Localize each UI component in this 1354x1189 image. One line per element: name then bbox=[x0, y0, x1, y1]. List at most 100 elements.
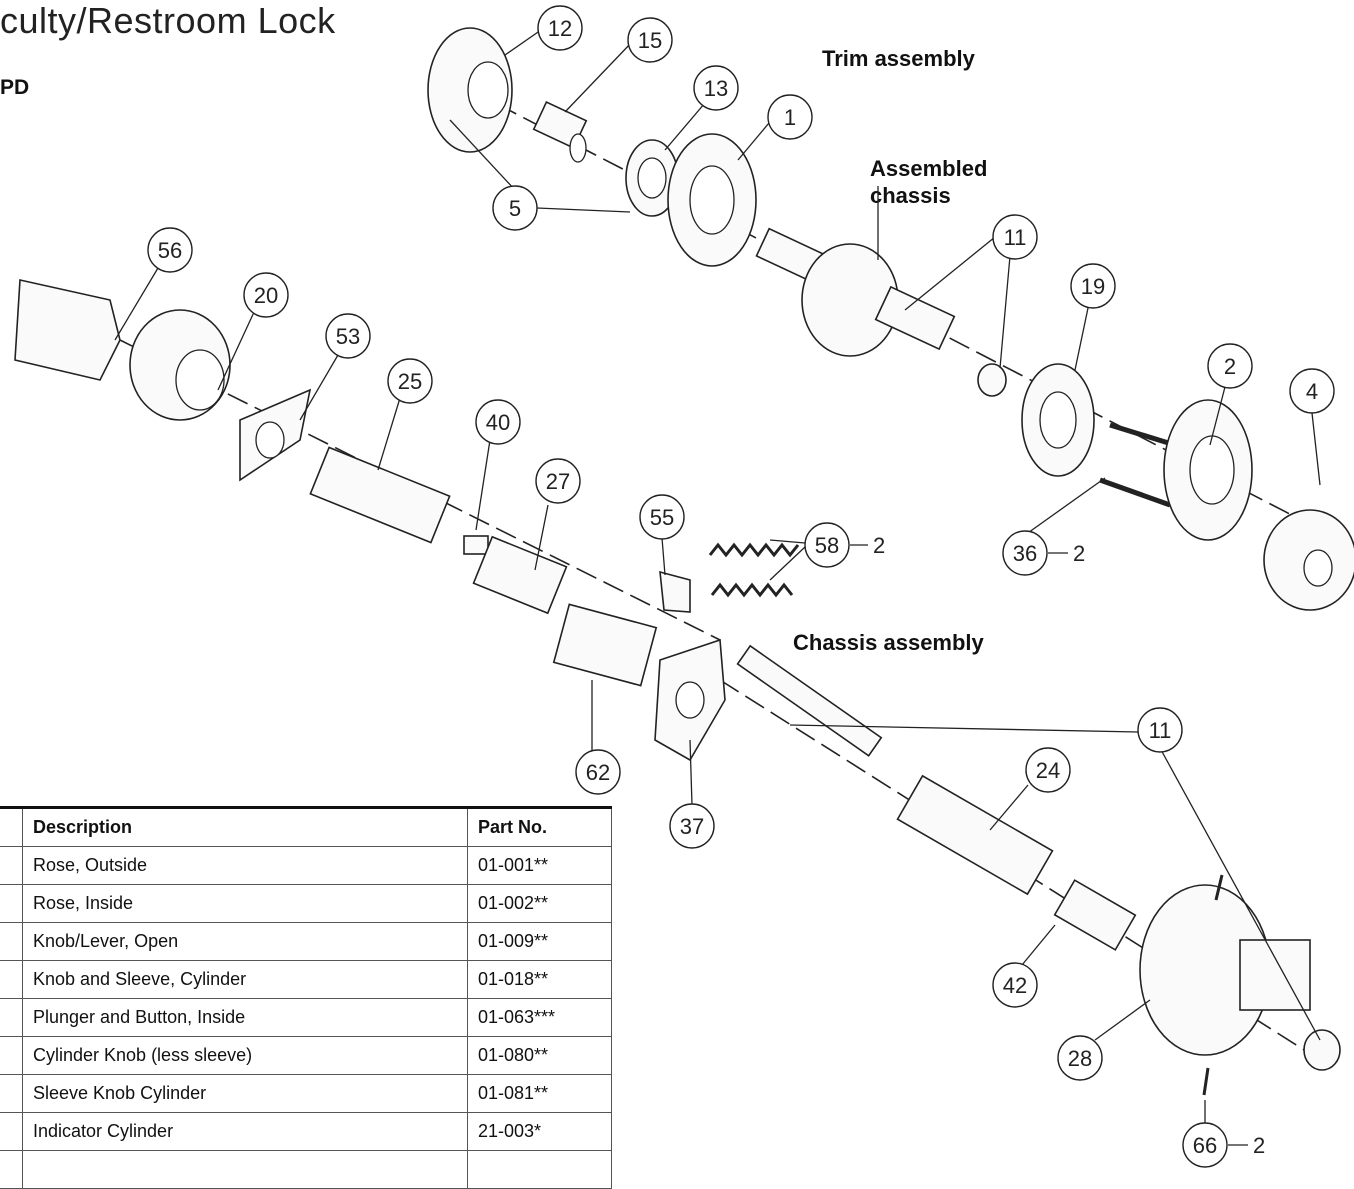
svg-text:53: 53 bbox=[336, 324, 360, 349]
callout-15: 15 bbox=[627, 17, 673, 63]
cylinder-42-part bbox=[1053, 879, 1137, 951]
assembled-chassis-heading-line1: Assembled bbox=[870, 156, 988, 181]
row-part-no: 01-001** bbox=[467, 846, 612, 885]
row-part-no: 21-003* bbox=[467, 1112, 612, 1151]
mounting-screws-part bbox=[1099, 422, 1176, 508]
svg-text:11: 11 bbox=[1004, 225, 1027, 250]
callout-62: 62 bbox=[575, 749, 621, 795]
callout-12: 12 bbox=[537, 5, 583, 51]
svg-text:66: 66 bbox=[1193, 1133, 1217, 1158]
svg-text:25: 25 bbox=[398, 369, 422, 394]
svg-text:24: 24 bbox=[1036, 758, 1060, 783]
latch-retractor-62-part bbox=[552, 603, 658, 687]
row-description: Indicator Cylinder bbox=[22, 1112, 468, 1151]
cam-27-part bbox=[472, 535, 568, 615]
callout-4: 4 bbox=[1289, 368, 1335, 414]
row-part-no: 01-018** bbox=[467, 960, 612, 999]
row-description: Sleeve Knob Cylinder bbox=[22, 1074, 468, 1113]
callout-19: 19 bbox=[1070, 263, 1116, 309]
svg-text:12: 12 bbox=[548, 16, 572, 41]
threaded-hub-part bbox=[129, 309, 231, 421]
row-part-no: 01-081** bbox=[467, 1074, 612, 1113]
callout-56: 56 bbox=[147, 227, 193, 273]
callout-40: 40 bbox=[475, 399, 521, 445]
table-header-blank bbox=[0, 806, 23, 847]
row-description: Plunger and Button, Inside bbox=[22, 998, 468, 1037]
callout-2: 2 bbox=[1207, 343, 1253, 389]
small-clip-40-part bbox=[463, 535, 489, 555]
svg-text:28: 28 bbox=[1068, 1046, 1092, 1071]
sleeve-24-part bbox=[896, 774, 1054, 896]
svg-text:13: 13 bbox=[704, 76, 728, 101]
lever-55-part bbox=[659, 570, 691, 613]
svg-text:62: 62 bbox=[586, 760, 610, 785]
svg-text:2: 2 bbox=[1073, 541, 1085, 566]
row-part-no: 01-063*** bbox=[467, 998, 612, 1037]
svg-text:2: 2 bbox=[1253, 1133, 1265, 1158]
row-description: Rose, Inside bbox=[22, 884, 468, 923]
callout-24: 24 bbox=[1025, 747, 1071, 793]
callout-11-upper: 11 bbox=[992, 214, 1038, 260]
spindle-end-part bbox=[977, 363, 1007, 397]
pins-66-part bbox=[1202, 874, 1224, 1096]
svg-text:58: 58 bbox=[815, 533, 839, 558]
callout-37: 37 bbox=[669, 803, 715, 849]
inside-rose-part bbox=[1163, 399, 1253, 541]
leader-lines bbox=[114, 29, 1321, 1142]
callout-66-quantity: 2 bbox=[1228, 1133, 1265, 1158]
svg-text:55: 55 bbox=[650, 505, 674, 530]
table-row: Cylinder Knob (less sleeve)01-080** bbox=[0, 1036, 612, 1075]
callout-25: 25 bbox=[387, 358, 433, 404]
callout-27: 27 bbox=[535, 458, 581, 504]
chassis-assembly-heading: Chassis assembly bbox=[793, 630, 984, 655]
callout-42: 42 bbox=[992, 962, 1038, 1008]
inside-rose-plate-part bbox=[1021, 363, 1095, 477]
callout-13: 13 bbox=[693, 65, 739, 111]
table-header-row: Description Part No. bbox=[0, 806, 612, 847]
callout-36: 36 bbox=[1002, 530, 1048, 576]
svg-text:40: 40 bbox=[486, 410, 510, 435]
mounting-plate-53-part bbox=[239, 388, 312, 482]
svg-text:36: 36 bbox=[1013, 541, 1037, 566]
spindle-bar-part bbox=[736, 644, 883, 757]
callout-58: 58 bbox=[804, 522, 850, 568]
callout-20: 20 bbox=[243, 272, 289, 318]
table-header-part-no: Part No. bbox=[467, 806, 612, 847]
outside-knob-part bbox=[427, 27, 513, 153]
svg-text:5: 5 bbox=[509, 196, 521, 221]
svg-text:4: 4 bbox=[1306, 379, 1318, 404]
callout-1: 1 bbox=[767, 94, 813, 140]
end-cap-part bbox=[1303, 1029, 1341, 1071]
svg-text:1: 1 bbox=[784, 105, 796, 130]
callout-55: 55 bbox=[639, 494, 685, 540]
springs-58-part bbox=[708, 542, 800, 598]
housing-28-part bbox=[1139, 884, 1311, 1056]
callout-5: 5 bbox=[492, 185, 538, 231]
svg-text:27: 27 bbox=[546, 469, 570, 494]
retainer-clip-part bbox=[14, 279, 121, 381]
page-title: culty/Restroom Lock bbox=[0, 0, 336, 41]
callout-53: 53 bbox=[325, 313, 371, 359]
svg-text:2: 2 bbox=[873, 533, 885, 558]
row-description: Rose, Outside bbox=[22, 846, 468, 885]
assembled-chassis-part bbox=[755, 227, 956, 357]
inside-knob-part bbox=[1263, 509, 1354, 611]
row-part-no: 01-080** bbox=[467, 1036, 612, 1075]
callout-28: 28 bbox=[1057, 1035, 1103, 1081]
svg-text:2: 2 bbox=[1224, 354, 1236, 379]
plate-37-part bbox=[654, 638, 726, 762]
callout-11-lower: 11 bbox=[1137, 707, 1183, 753]
outside-rose-part bbox=[667, 133, 757, 267]
trim-assembly-heading: Trim assembly bbox=[822, 46, 975, 71]
assembled-chassis-heading-line2: chassis bbox=[870, 183, 951, 208]
callout-66: 66 bbox=[1182, 1122, 1228, 1168]
svg-text:11: 11 bbox=[1149, 718, 1172, 743]
